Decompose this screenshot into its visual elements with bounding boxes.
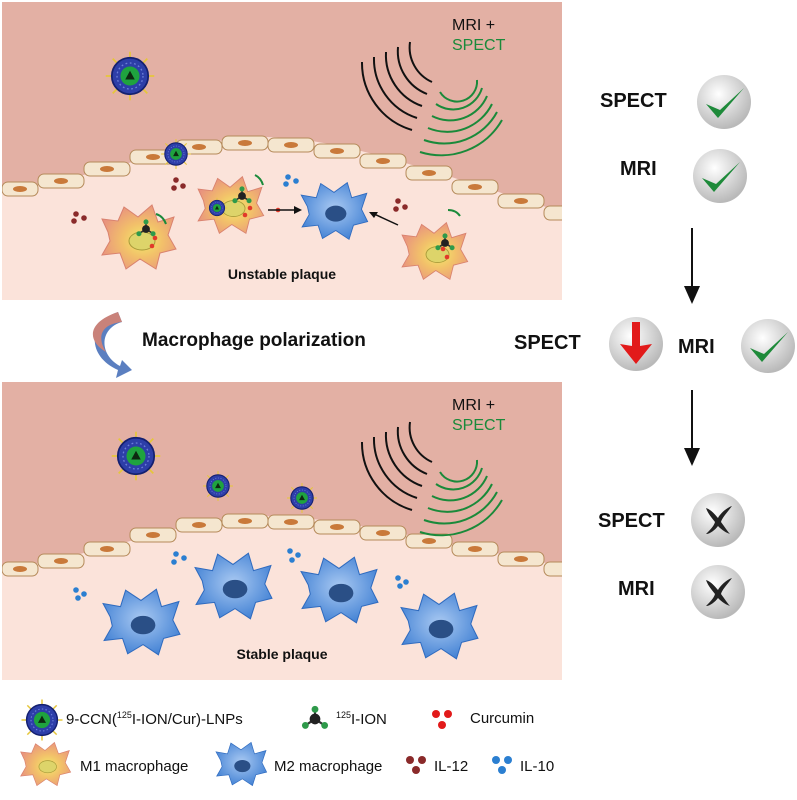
lnp-particle xyxy=(104,50,156,102)
legend-ion: 125I-ION xyxy=(336,710,387,728)
legend-lnp-suffix: I-ION/Cur)-LNPs xyxy=(131,711,243,728)
legend-m2: M2 macrophage xyxy=(274,758,383,775)
curved-arrow-icon xyxy=(92,312,132,378)
down-arrow-icon xyxy=(684,390,700,466)
mri-text: MRI + xyxy=(452,17,496,34)
mri-status-label: MRI xyxy=(678,336,715,358)
mri-status-label: MRI xyxy=(620,158,657,180)
legend-lnp: 9-CCN(125I-ION/Cur)-LNPs xyxy=(66,710,243,728)
legend-ion-label: I-ION xyxy=(351,711,387,728)
stable-plaque-illustration xyxy=(2,382,562,680)
decrease-arrow-icon xyxy=(609,317,663,371)
ion-legend-icon xyxy=(300,704,330,730)
cross-icon xyxy=(691,565,745,619)
legend-ion-sup: 125 xyxy=(336,710,352,720)
stable-plaque-label: Stable plaque xyxy=(236,646,328,662)
unstable-plaque-panel: MRI + SPECT Unstable plaque xyxy=(2,2,562,300)
mri-text: MRI + xyxy=(452,397,496,414)
unstable-plaque-illustration xyxy=(2,2,562,300)
curcumin-legend-icon xyxy=(432,710,452,729)
legend-il12: IL-12 xyxy=(434,758,469,775)
legend-curcumin: Curcumin xyxy=(470,710,535,727)
lnp-legend-icon xyxy=(20,698,64,742)
stable-plaque-panel: MRI + SPECT Stable plaque xyxy=(2,382,562,680)
legend-lnp-prefix: 9-CCN( xyxy=(66,711,117,728)
il10-legend-icon xyxy=(492,756,512,774)
mri-spect-label: MRI + SPECT xyxy=(452,396,505,436)
lnp-particle xyxy=(160,138,192,170)
lnp-particle xyxy=(202,470,234,502)
spect-status-label: SPECT xyxy=(514,332,581,354)
check-icon xyxy=(693,149,747,203)
check-icon xyxy=(697,75,751,129)
spect-status-label: SPECT xyxy=(600,90,667,112)
m1-legend-icon xyxy=(20,742,71,786)
m2-legend-icon xyxy=(215,742,267,786)
macrophage-polarization-label: Macrophage polarization xyxy=(142,330,366,351)
mri-status-label: MRI xyxy=(618,578,655,600)
legend-m1: M1 macrophage xyxy=(80,758,189,775)
spect-text: SPECT xyxy=(452,37,506,54)
spect-status-label: SPECT xyxy=(598,510,665,532)
check-icon xyxy=(741,319,795,373)
legend-il10: IL-10 xyxy=(520,758,555,775)
il12-legend-icon xyxy=(406,756,426,774)
lnp-particle xyxy=(286,482,318,514)
mri-spect-label: MRI + SPECT xyxy=(452,16,505,56)
down-arrow-icon xyxy=(684,228,700,304)
spect-text: SPECT xyxy=(452,417,506,434)
lnp-particle xyxy=(110,430,162,482)
cross-icon xyxy=(691,493,745,547)
legend-lnp-sup: 125 xyxy=(116,710,132,720)
unstable-plaque-label: Unstable plaque xyxy=(227,266,337,282)
